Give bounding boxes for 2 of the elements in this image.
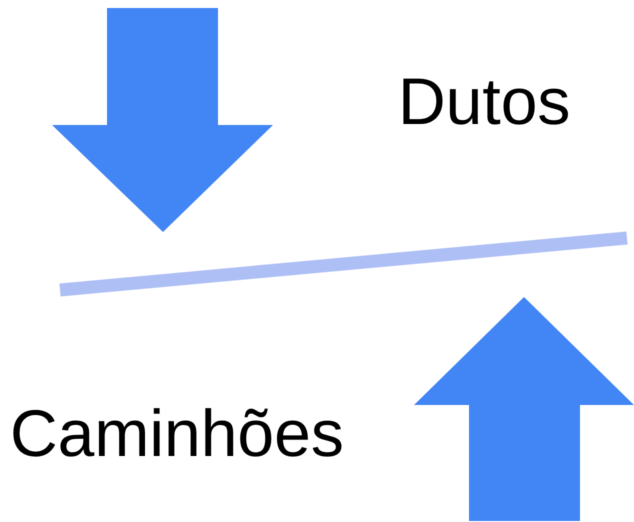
label-text: Caminhões <box>10 400 344 466</box>
label-text: Dutos <box>398 68 570 134</box>
